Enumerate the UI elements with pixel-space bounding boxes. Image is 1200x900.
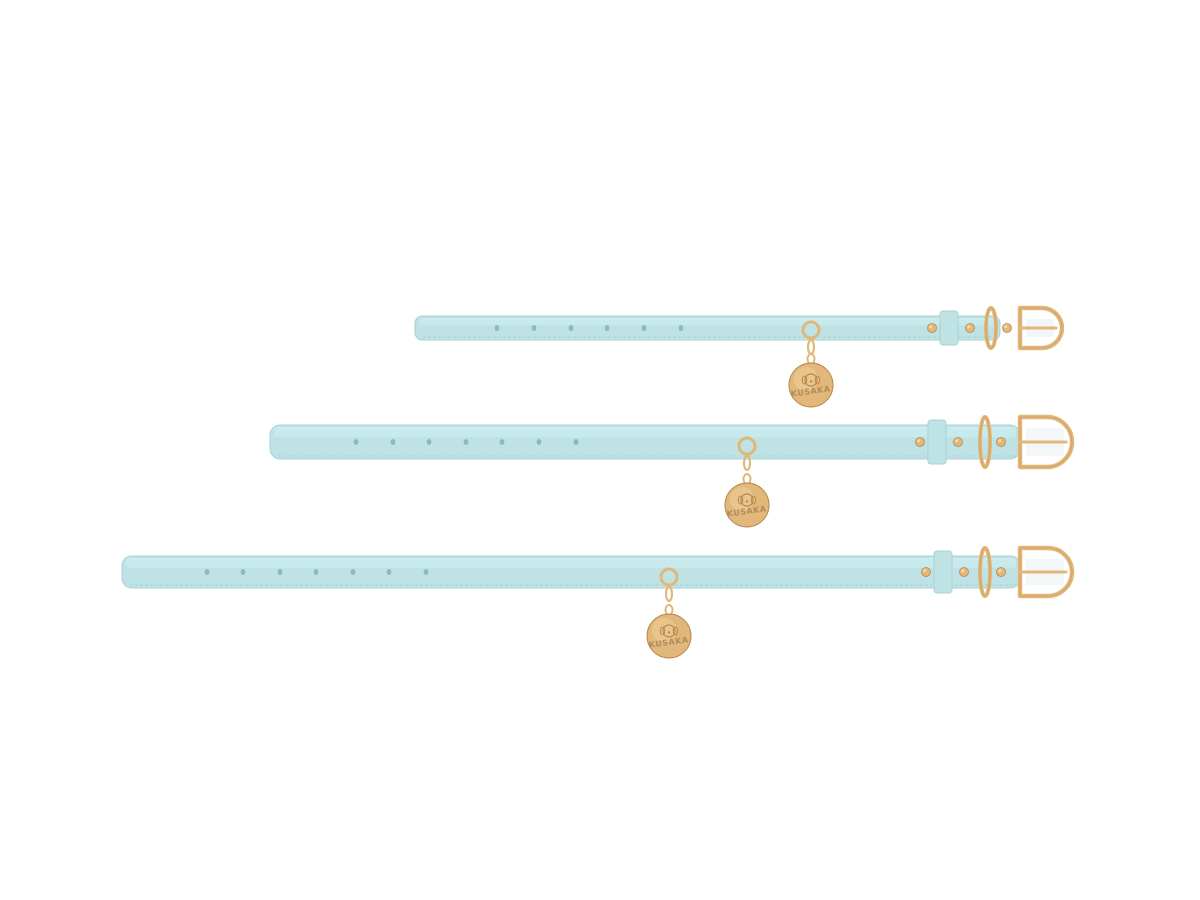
dog-face-outline xyxy=(804,373,818,387)
tag-connector xyxy=(806,338,816,356)
collar-hole xyxy=(463,439,469,445)
rivet xyxy=(1002,323,1012,333)
rivet-shine xyxy=(917,439,921,443)
d-ring-edge xyxy=(985,307,997,349)
collar-hole xyxy=(536,439,542,445)
collar-hole xyxy=(350,569,356,575)
rivet xyxy=(921,567,931,577)
dog-face-outline xyxy=(662,624,676,638)
collar-hole xyxy=(678,325,684,331)
dog-ear-left xyxy=(801,375,808,385)
brand-tag xyxy=(646,613,692,659)
rivet xyxy=(996,567,1006,577)
rivet-shine xyxy=(961,569,965,573)
strap-highlight xyxy=(419,318,996,326)
dog-ear-right xyxy=(750,495,757,505)
rivet xyxy=(927,323,937,333)
rivet-shine xyxy=(923,569,927,573)
dog-face-outline xyxy=(740,493,754,507)
dog-ear-right xyxy=(672,626,679,636)
collar-hole xyxy=(390,439,396,445)
buckle-frame-edge xyxy=(1019,547,1073,597)
dog-ear-left xyxy=(737,495,744,505)
collar-hole xyxy=(499,439,505,445)
tag-shine xyxy=(793,366,819,392)
strap-highlight xyxy=(274,427,1016,438)
dog-ear-right xyxy=(814,375,821,385)
collar-hole xyxy=(568,325,574,331)
dog-face-icon xyxy=(737,493,757,507)
rivet-shine xyxy=(955,439,959,443)
rivet-shine xyxy=(929,325,933,329)
collar-hole xyxy=(313,569,319,575)
collar-hole xyxy=(277,569,283,575)
rivet xyxy=(965,323,975,333)
keeper-loop xyxy=(927,419,947,465)
collar-2: KUSAKA xyxy=(269,414,1075,528)
collar-hole xyxy=(386,569,392,575)
tag-ring xyxy=(801,320,821,340)
rivet-shine xyxy=(1004,325,1008,329)
rivet-shine xyxy=(998,569,1002,573)
tag-connector xyxy=(742,454,752,472)
tag-ring xyxy=(659,567,679,587)
tag-ring xyxy=(737,436,757,456)
dog-nose xyxy=(745,500,749,503)
collar-hole xyxy=(494,325,500,331)
buckle-frame-edge xyxy=(1019,416,1073,468)
collar-1: KUSAKA xyxy=(414,305,1065,408)
dog-face-icon xyxy=(659,624,679,638)
collar-hole xyxy=(353,439,359,445)
rivet xyxy=(959,567,969,577)
brand-tag xyxy=(724,482,770,528)
collar-hole xyxy=(423,569,429,575)
rivet-shine xyxy=(967,325,971,329)
dog-face-icon xyxy=(801,373,821,387)
rivet xyxy=(953,437,963,447)
tag-shine xyxy=(729,486,755,512)
brand-tag xyxy=(788,362,834,408)
rivet xyxy=(915,437,925,447)
collar-hole xyxy=(240,569,246,575)
rivet xyxy=(996,437,1006,447)
buckle-frame-edge xyxy=(1019,307,1063,349)
collar-hole xyxy=(641,325,647,331)
dog-nose xyxy=(667,631,671,634)
tag-connector xyxy=(664,585,674,603)
dog-nose xyxy=(809,380,813,383)
collar-hole xyxy=(604,325,610,331)
collar-hole xyxy=(426,439,432,445)
collar-3: KUSAKA xyxy=(121,545,1075,659)
d-ring-edge xyxy=(979,416,991,468)
tag-shine xyxy=(651,617,677,643)
dog-ear-left xyxy=(659,626,666,636)
collar-hole xyxy=(573,439,579,445)
d-ring-edge xyxy=(979,547,991,597)
keeper-loop xyxy=(939,310,959,346)
keeper-loop xyxy=(933,550,953,594)
collar-hole xyxy=(204,569,210,575)
rivet-shine xyxy=(998,439,1002,443)
collar-hole xyxy=(531,325,537,331)
strap-highlight xyxy=(126,558,1016,568)
